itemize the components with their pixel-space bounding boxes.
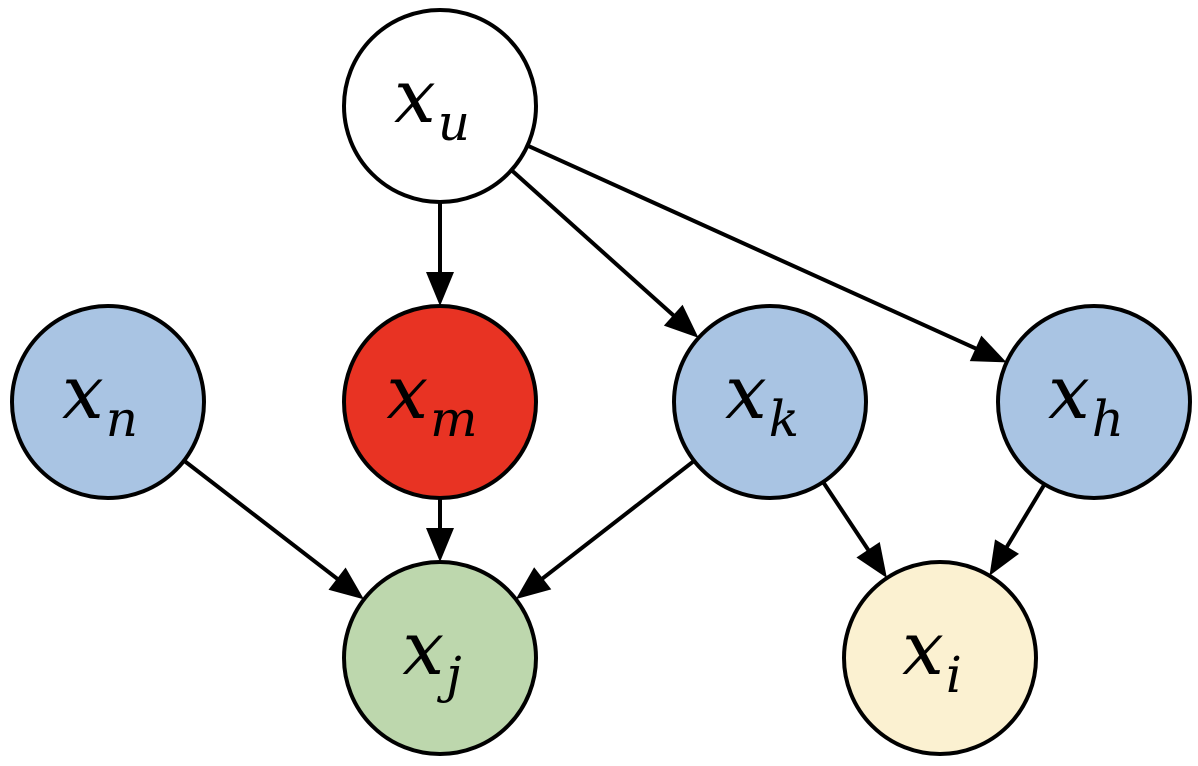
edge-n-to-j [182,459,364,600]
node-label-base: x [402,606,444,692]
node-label: xh [1048,350,1124,448]
arrowhead-icon [969,335,1007,363]
node-label-subscript: n [106,390,138,448]
node-circle [342,8,538,204]
edge-line [510,168,678,320]
edge-line [1003,483,1047,552]
node-label-base: x [902,606,944,692]
node-u: xu [342,8,538,204]
node-label-subscript: k [769,390,799,448]
edge-line [182,459,342,583]
edge-k-to-j [515,459,696,600]
node-label: xu [394,54,470,152]
node-label-subscript: m [430,390,477,448]
node-circle [842,560,1038,756]
node-k: xk [672,304,868,500]
arrowhead-icon [515,567,552,600]
node-label-base: x [62,350,104,436]
node-label-subscript: h [1092,390,1124,448]
edge-u-to-m [426,202,454,306]
node-h: xh [996,304,1192,500]
arrowhead-icon [663,304,699,338]
node-n: xn [10,304,206,500]
edge-line [538,459,696,583]
edge-h-to-i [989,483,1047,576]
node-circle [996,304,1192,500]
node-circle [342,304,538,500]
arrowhead-icon [426,528,454,562]
edge-line [526,143,981,352]
node-label-subscript: u [438,94,470,152]
node-label: xj [402,606,461,704]
arrowhead-icon [989,539,1020,576]
node-label-subscript: i [946,646,962,704]
node-label: xm [386,350,477,448]
node-label: xn [62,350,138,448]
node-label: xk [725,350,799,448]
node-j: xj [342,560,538,756]
edge-m-to-j [426,498,454,562]
arrowhead-icon [426,272,454,306]
edge-line [821,480,872,555]
node-label-base: x [725,350,767,436]
node-circle [672,304,868,500]
edges-layer [182,143,1047,600]
node-label-base: x [386,350,428,436]
arrowhead-icon [328,567,364,600]
node-m: xm [342,304,538,500]
node-circle [10,304,206,500]
node-i: xi [842,560,1038,756]
node-circle [342,560,538,756]
node-label-base: x [1048,350,1090,436]
edge-k-to-i [821,480,887,579]
node-label: xi [902,606,962,704]
edge-u-to-h [526,143,1007,363]
edge-u-to-k [510,168,699,338]
arrowhead-icon [856,541,887,579]
node-label-base: x [394,54,436,140]
